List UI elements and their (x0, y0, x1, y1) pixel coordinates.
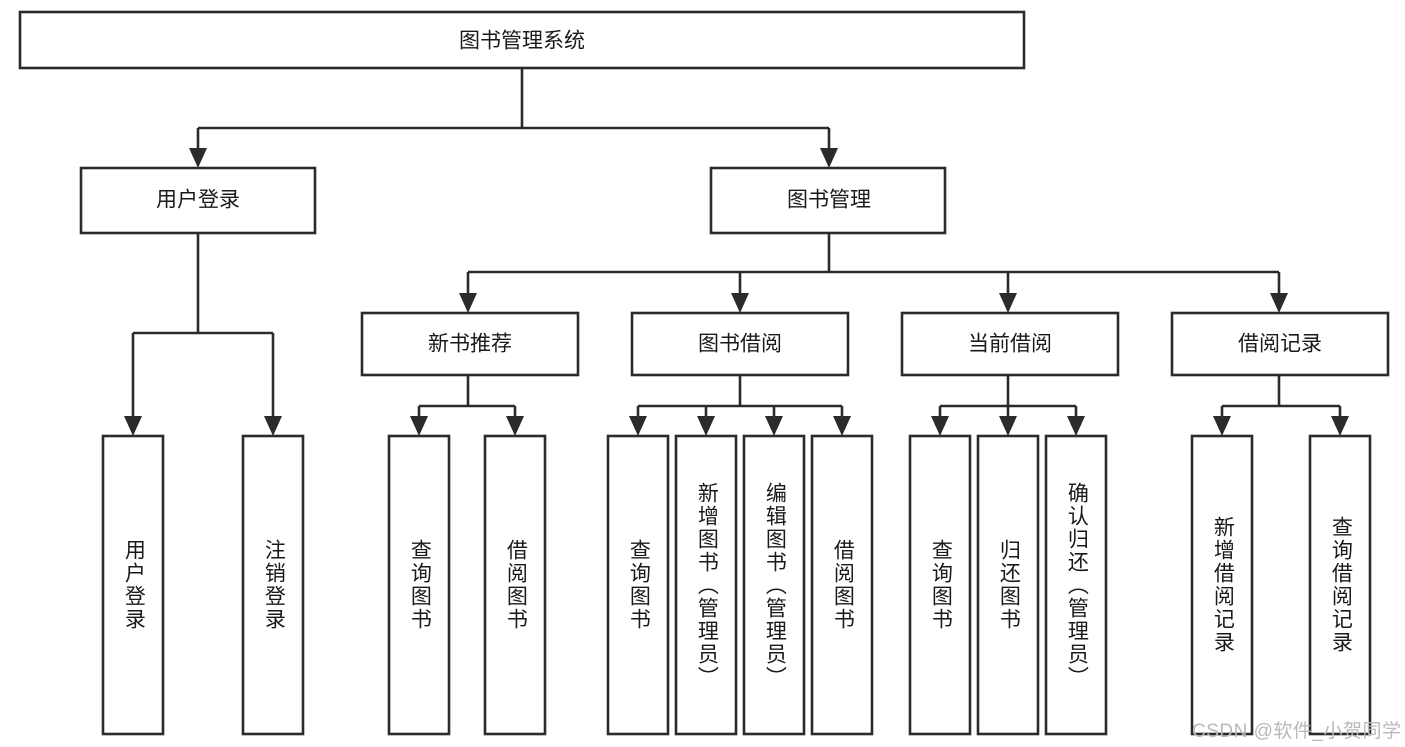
node-box-leaf-query-book-2[interactable] (606, 434, 670, 736)
node-box-user-login[interactable] (79, 166, 317, 235)
connector-group-current-borrow (931, 375, 1085, 436)
arrow-head-leaf-query-book-2 (629, 416, 647, 436)
node-box-leaf-user-login[interactable] (101, 434, 165, 736)
arrow-head-leaf-query-book-1 (410, 416, 428, 436)
connector-group-user-login (124, 233, 282, 436)
arrow-head-new-book-recommend (459, 293, 477, 313)
arrow-head-user-login (189, 148, 207, 168)
node-box-leaf-query-record[interactable] (1308, 434, 1372, 736)
arrow-head-leaf-add-book (697, 416, 715, 436)
connector-group-new-book-recommend (410, 375, 524, 436)
node-box-current-borrow[interactable] (900, 311, 1120, 377)
node-box-root[interactable] (18, 10, 1026, 70)
node-box-leaf-query-book-3[interactable] (908, 434, 972, 736)
node-box-leaf-add-book[interactable] (674, 434, 738, 736)
arrow-head-leaf-user-logout (264, 416, 282, 436)
node-box-borrow-record[interactable] (1170, 311, 1390, 377)
connector-group-book-borrow (629, 375, 851, 436)
node-box-leaf-edit-book[interactable] (742, 434, 806, 736)
arrow-head-current-borrow (999, 293, 1017, 313)
node-label-user-login: 用户登录 (156, 189, 240, 212)
watermark-text: CSDN @软件_小贺同学 (1192, 721, 1402, 742)
node-box-leaf-add-record[interactable] (1190, 434, 1254, 736)
node-label-borrow-record: 借阅记录 (1238, 333, 1322, 356)
arrow-head-borrow-record (1270, 293, 1288, 313)
arrow-head-leaf-user-login (124, 416, 142, 436)
node-box-book-borrow[interactable] (630, 311, 850, 377)
node-box-leaf-query-book-1[interactable] (387, 434, 451, 736)
node-box-new-book-recommend[interactable] (360, 311, 580, 377)
arrow-head-leaf-edit-book (765, 416, 783, 436)
connector-group-book-manage (459, 233, 1288, 313)
arrow-head-leaf-borrow-book-2 (833, 416, 851, 436)
node-box-leaf-borrow-book-1[interactable] (483, 434, 547, 736)
node-label-book-manage: 图书管理 (787, 189, 871, 212)
arrow-head-leaf-query-book-3 (931, 416, 949, 436)
node-box-leaf-borrow-book-2[interactable] (810, 434, 874, 736)
node-box-leaf-return-book[interactable] (976, 434, 1040, 736)
node-label-current-borrow: 当前借阅 (968, 333, 1052, 356)
node-box-leaf-confirm-return[interactable] (1044, 434, 1108, 736)
arrow-head-book-borrow (731, 293, 749, 313)
arrow-head-leaf-return-book (999, 416, 1017, 436)
node-box-leaf-user-logout[interactable] (241, 434, 305, 736)
arrow-head-leaf-query-record (1331, 416, 1349, 436)
arrow-head-leaf-confirm-return (1067, 416, 1085, 436)
node-label-root: 图书管理系统 (459, 30, 585, 53)
connector-group-root (189, 68, 838, 168)
node-label-new-book-recommend: 新书推荐 (428, 333, 512, 356)
node-label-book-borrow: 图书借阅 (698, 333, 782, 356)
arrow-head-leaf-add-record (1213, 416, 1231, 436)
arrow-head-leaf-borrow-book-1 (506, 416, 524, 436)
node-box-book-manage[interactable] (709, 166, 947, 235)
connector-group-borrow-record (1213, 375, 1349, 436)
arrow-head-book-manage (820, 148, 838, 168)
